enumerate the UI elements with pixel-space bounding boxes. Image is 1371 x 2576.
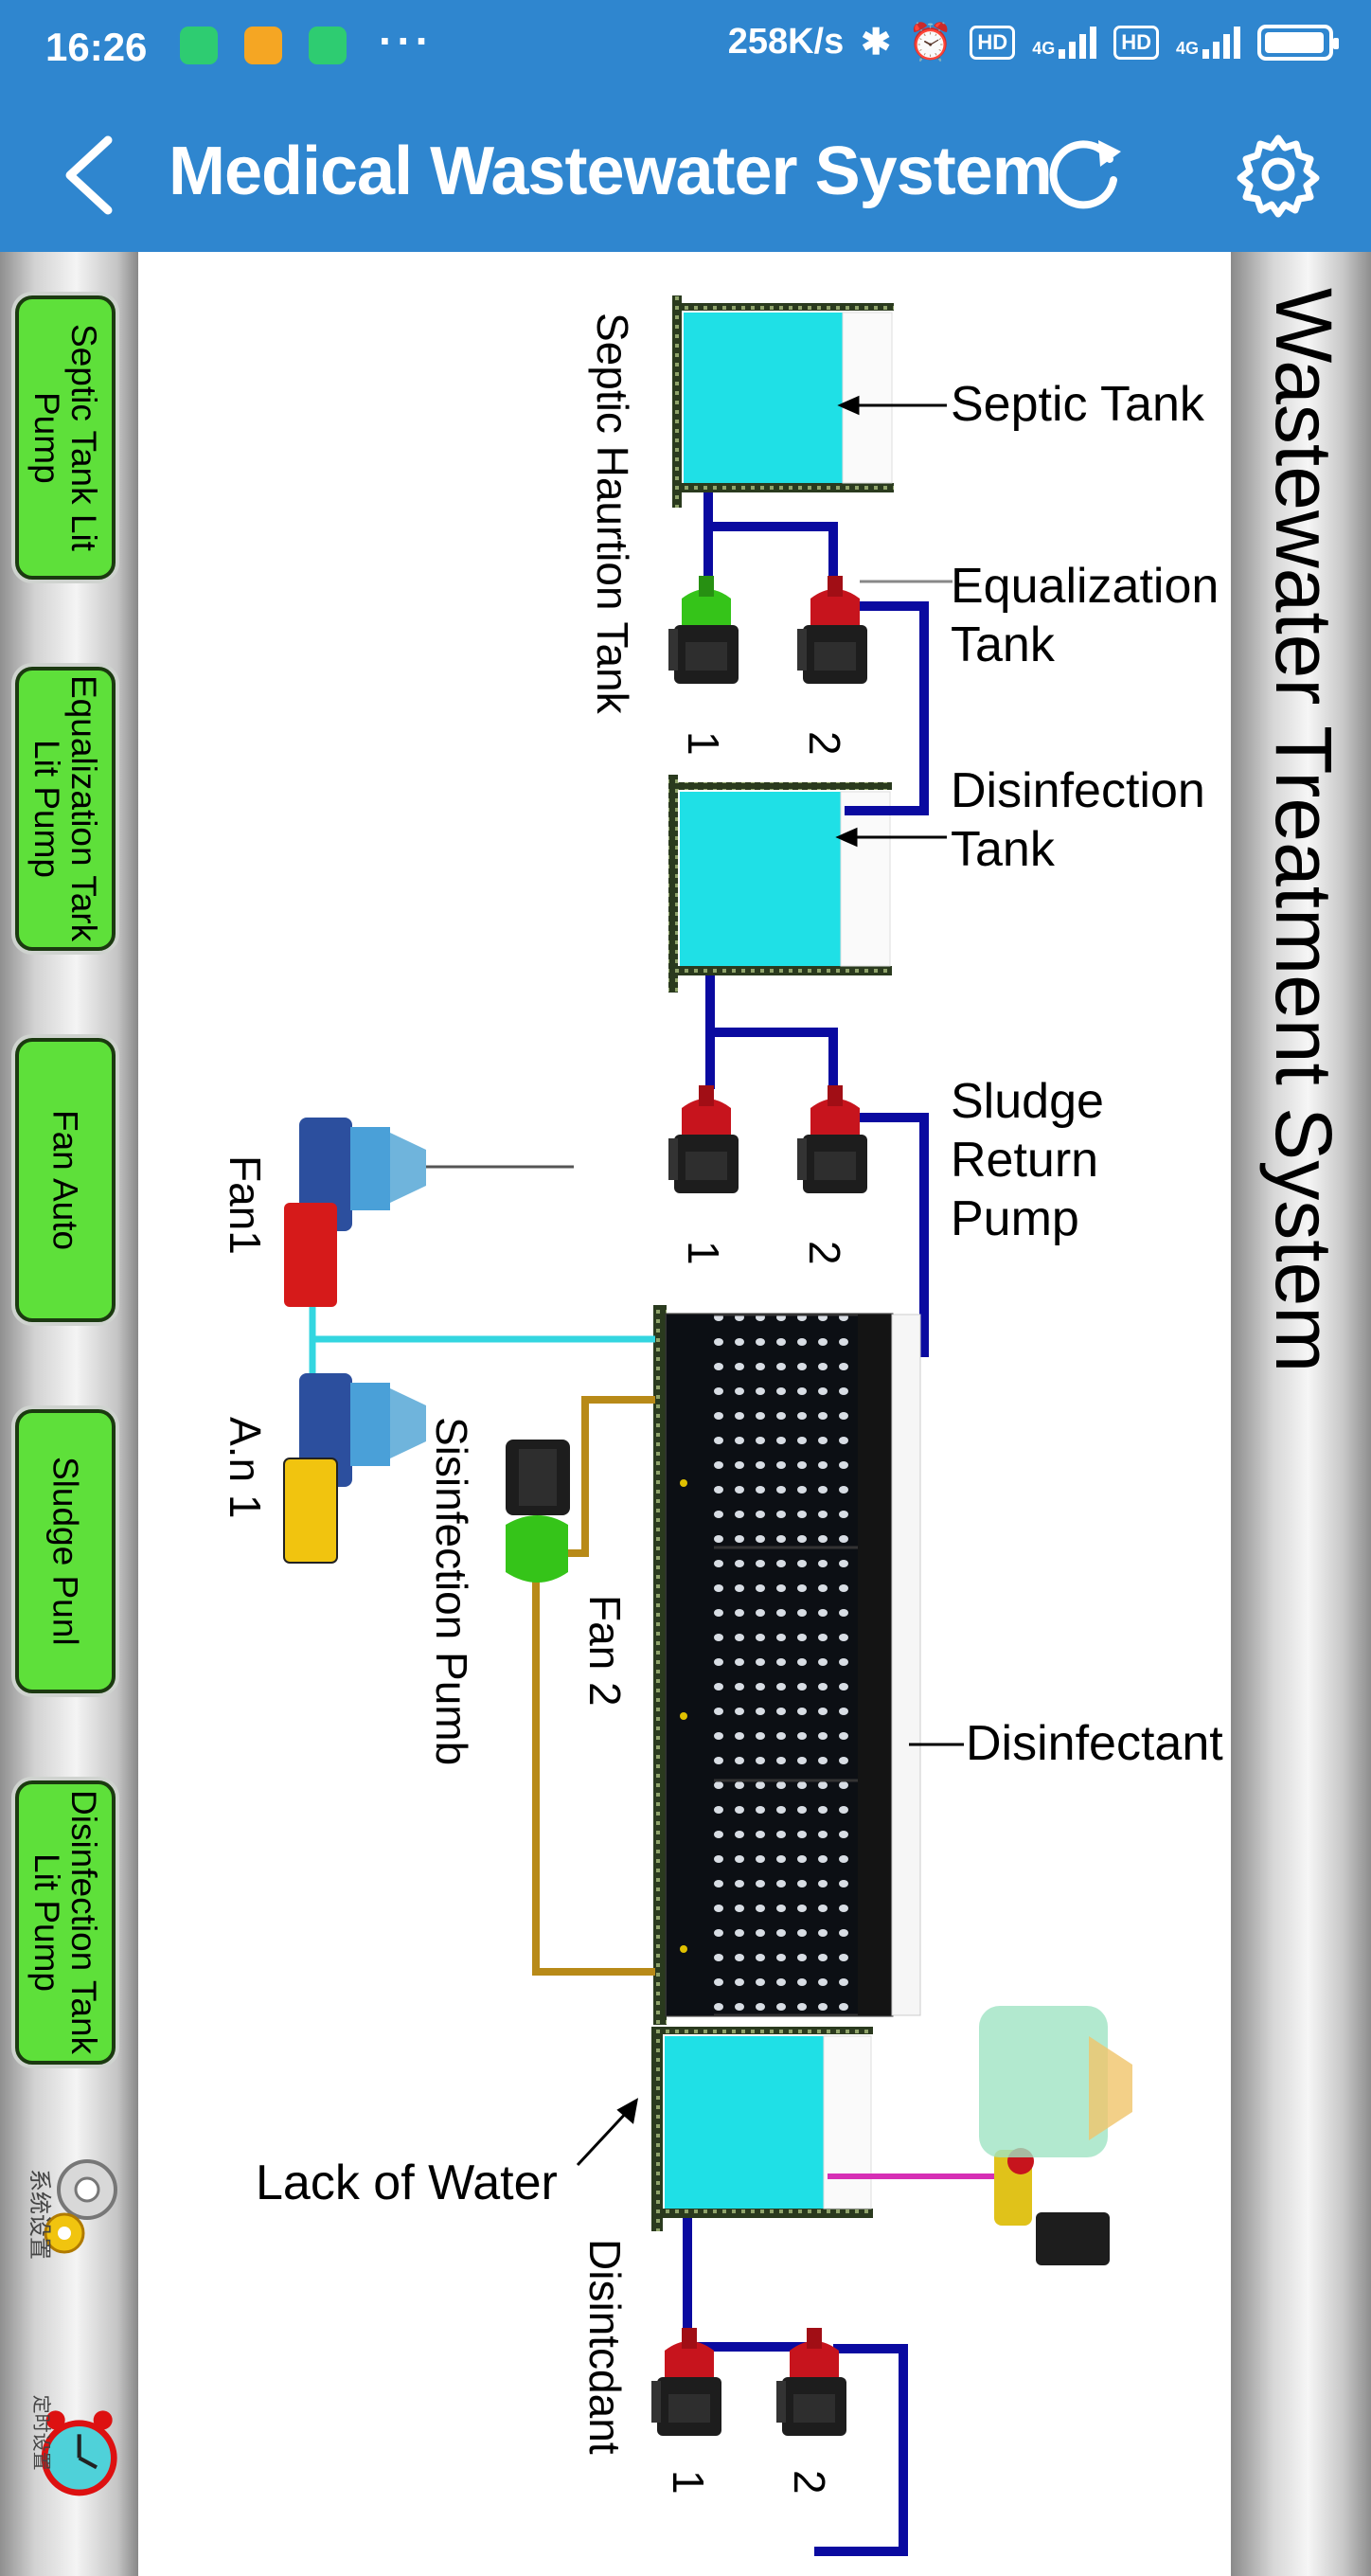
signal-icon: 4G <box>1175 26 1240 59</box>
fan-1[interactable] <box>284 1118 574 1307</box>
gear-caption: 系统设置 <box>27 2169 52 2260</box>
system-settings-gear-icon[interactable]: 系统设置 <box>15 2142 121 2284</box>
clock-caption: 定时设置 <box>30 2395 52 2471</box>
timer-clock-icon[interactable]: 定时设置 <box>15 2379 121 2521</box>
system-title: Wastewater Treatment System <box>1259 288 1348 1373</box>
pump-number: 2 <box>800 1241 849 1265</box>
refresh-icon[interactable] <box>1042 131 1127 216</box>
disinfection-tank-label: Disinfection Tank <box>951 763 1205 877</box>
dosing-pump[interactable] <box>994 2148 1110 2265</box>
disinfection-tank <box>668 775 892 993</box>
alarm-icon: ⏰ <box>908 22 953 63</box>
bluetooth-icon: ✱ <box>861 23 892 63</box>
pump-number: 1 <box>679 1241 728 1265</box>
app-notification-icon <box>180 27 218 64</box>
page-title: Medical Wastewater System <box>169 134 1053 209</box>
button-label: Fan Auto <box>45 1109 85 1251</box>
equalization-tank-lift-pump-button[interactable]: Equalization Tark Lit Pump <box>15 667 116 951</box>
air-pipe <box>309 1307 655 1343</box>
button-label: Septic Tank Lit Pump <box>27 324 103 551</box>
button-label: Equalization Tark Lit Pump <box>27 675 103 942</box>
blue-pipes <box>683 492 929 2556</box>
back-arrow-icon[interactable] <box>55 133 131 218</box>
control-cabinets <box>653 1305 921 2025</box>
fan-auto-button[interactable]: Fan Auto <box>15 1038 116 1322</box>
gear-icon[interactable] <box>1235 131 1322 218</box>
battery-icon <box>1257 24 1339 61</box>
button-label: Disinfection Tank Lit Pump <box>27 1790 103 2055</box>
disinfection-pump[interactable] <box>506 1440 570 1583</box>
disinfcatant-label: Disintcdant <box>580 2239 630 2455</box>
an1-label: A.n 1 <box>221 1417 270 1519</box>
septic-tank <box>672 295 894 508</box>
button-label: Sludge Punl <box>45 1457 85 1646</box>
hd-badge: HD <box>970 25 1016 60</box>
gold-pipe <box>566 1396 655 1557</box>
lack-of-water-label: Lack of Water <box>256 2156 558 2210</box>
sludge-return-pump-1[interactable] <box>668 1085 739 1193</box>
pump-number: 1 <box>664 2470 713 2495</box>
pump-number: 2 <box>785 2470 834 2495</box>
app-notification-icon <box>309 27 347 64</box>
status-indicators: 258K/s ✱ ⏰ HD 4G HD 4G <box>727 21 1339 63</box>
fan2-label: Fan 2 <box>580 1595 630 1707</box>
septic-lift-pump-1[interactable] <box>668 576 739 684</box>
pump-number: 2 <box>800 731 849 756</box>
gold-pipe-return <box>532 1572 655 1976</box>
septic-hauration-tank-label: Septic Haurtion Tank <box>588 313 637 714</box>
lack-of-water-tank <box>651 2027 873 2231</box>
control-sidebar: Septic Tank Lit Pump Equalization Tark L… <box>0 252 138 2576</box>
app-header: Medical Wastewater System <box>0 95 1371 252</box>
more-notifications-icon: ··· <box>379 16 434 65</box>
pump-number: 1 <box>679 731 728 756</box>
fan1-label: Fan1 <box>221 1155 270 1255</box>
sludge-pump-button[interactable]: Sludge Punl <box>15 1409 116 1693</box>
status-bar: 16:26 ··· 258K/s ✱ ⏰ HD 4G HD 4G <box>0 0 1371 95</box>
status-time: 16:26 <box>45 25 148 69</box>
sludge-return-pump-label: Sludge Return Pump <box>951 1074 1104 1246</box>
disinfectant-label: Disinfectant <box>966 1716 1223 1771</box>
fan-2[interactable] <box>283 1373 426 1564</box>
septic-tank-lift-pump-button[interactable]: Septic Tank Lit Pump <box>15 295 116 580</box>
septic-tank-label: Septic Tank <box>951 377 1204 432</box>
system-title-panel: Wastewater Treatment System <box>1231 252 1371 2576</box>
septic-lift-pump-2[interactable] <box>797 576 867 684</box>
hd-badge: HD <box>1113 25 1159 60</box>
network-type: 4G <box>1032 38 1056 58</box>
network-speed: 258K/s <box>727 22 845 62</box>
leader-lines <box>576 395 964 2167</box>
chemical-tank <box>979 2006 1132 2157</box>
sludge-return-pump-2[interactable] <box>797 1085 867 1193</box>
network-type: 4G <box>1175 38 1199 58</box>
equalization-tank-label: Equalization Tank <box>951 559 1220 672</box>
disinfection-tank-lift-pump-button[interactable]: Disinfection Tank Lit Pump <box>15 1780 116 2065</box>
signal-icon: 4G <box>1032 26 1097 59</box>
app-notification-icon <box>244 27 282 64</box>
sisinfection-pump-label: Sisinfection Pumb <box>427 1417 476 1766</box>
